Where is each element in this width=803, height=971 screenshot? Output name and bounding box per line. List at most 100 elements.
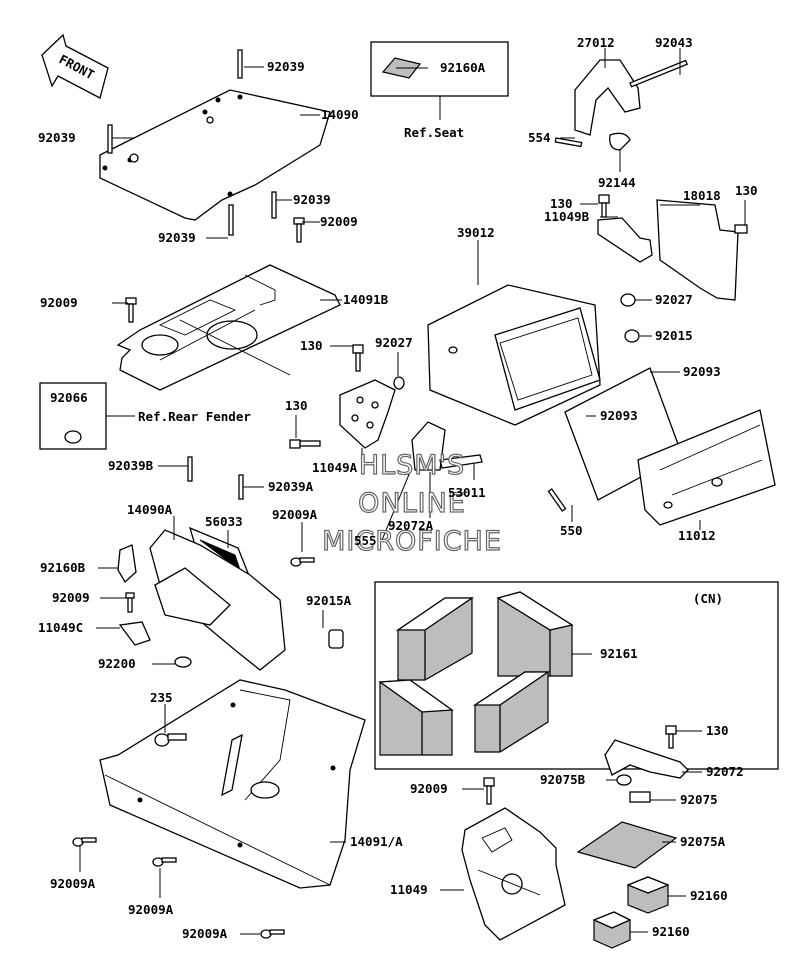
label-554: 554 <box>528 130 551 145</box>
label-92039-top: 92039 <box>267 59 305 74</box>
watermark-line-3: MICROFICHE <box>322 526 502 557</box>
grommet-92015 <box>624 329 640 343</box>
label-130-d: 130 <box>285 398 308 413</box>
parts-92161-blocks <box>378 591 574 756</box>
pin-92039 <box>107 49 277 236</box>
label-92039a: 92039A <box>268 479 314 494</box>
label-92027-mid: 92027 <box>375 335 413 350</box>
screw-92009 <box>125 217 305 323</box>
label-11012: 11012 <box>678 528 716 543</box>
label-92039b: 92039B <box>108 458 154 473</box>
part-11049-plate <box>461 777 566 941</box>
bolt-235 <box>154 733 187 747</box>
label-130-b: 130 <box>735 183 758 198</box>
label-11049: 11049 <box>390 882 428 897</box>
screw-92009-mid <box>125 592 135 599</box>
label-92144: 92144 <box>598 175 636 190</box>
label-14091b: 14091B <box>343 292 389 307</box>
label-92043: 92043 <box>655 35 693 50</box>
label-92039-bot: 92039 <box>158 230 196 245</box>
label-92066: 92066 <box>50 390 88 405</box>
part-92075a <box>576 821 678 869</box>
label-14090a: 14090A <box>127 502 173 517</box>
label-92072: 92072 <box>706 764 744 779</box>
label-235: 235 <box>150 690 173 705</box>
label-130-c: 130 <box>300 338 323 353</box>
part-92200 <box>174 656 192 668</box>
part-92072a-clamp <box>411 421 446 471</box>
label-92009a-left: 92009A <box>50 876 96 891</box>
label-92160-b: 92160 <box>652 924 690 939</box>
label-92075a: 92075A <box>680 834 726 849</box>
label-11049c: 11049C <box>38 620 83 635</box>
part-11012-case <box>637 409 776 526</box>
plug-92066 <box>64 430 82 444</box>
ref-seat-label: Ref.Seat <box>404 125 464 140</box>
label-555: 555 <box>354 533 377 548</box>
label-130-a: 130 <box>550 196 573 211</box>
label-92093-b: 92093 <box>600 408 638 423</box>
label-92075: 92075 <box>680 792 718 807</box>
part-labels: 92039 14090 92039 92039 92039 92009 9200… <box>38 35 758 941</box>
label-92039-mid: 92039 <box>293 192 331 207</box>
label-92027-right: 92027 <box>655 292 693 307</box>
part-14090-plate <box>99 89 331 221</box>
part-11049a-bracket <box>289 344 396 449</box>
label-92009-mid: 92009 <box>52 590 90 605</box>
label-92009a-mid: 92009A <box>128 902 174 917</box>
label-92009-left: 92009 <box>40 295 78 310</box>
label-14090: 14090 <box>321 107 359 122</box>
watermark-line-1: HLSM'S <box>359 450 465 481</box>
label-11049b: 11049B <box>544 209 590 224</box>
part-550 <box>547 488 567 512</box>
label-27012: 27012 <box>577 35 615 50</box>
grommet-92027-mid <box>393 376 405 390</box>
label-92093-a: 92093 <box>683 364 721 379</box>
part-92160-blocks <box>592 876 670 949</box>
part-92160b <box>117 544 137 584</box>
label-92075b: 92075B <box>540 772 586 787</box>
part-92015a <box>328 629 344 649</box>
label-92160a: 92160A <box>440 60 486 75</box>
grommet-92027-right <box>620 293 636 307</box>
part-14091b-plate <box>116 264 341 391</box>
label-92160-a: 92160 <box>690 888 728 903</box>
part-92075 <box>629 791 651 803</box>
label-92015a: 92015A <box>306 593 352 608</box>
label-53011: 53011 <box>448 485 486 500</box>
label-92009-bot: 92009 <box>410 781 448 796</box>
part-39012-box <box>427 284 601 426</box>
label-92009a-bot: 92009A <box>182 926 228 941</box>
part-14090a-fender <box>149 529 286 671</box>
pin-92039a <box>238 474 244 500</box>
label-92009a-top: 92009A <box>272 507 318 522</box>
label-18018: 18018 <box>683 188 721 203</box>
label-92160b: 92160B <box>40 560 86 575</box>
label-11049a: 11049A <box>312 460 358 475</box>
label-92039-left: 92039 <box>38 130 76 145</box>
part-11049c <box>118 621 151 646</box>
ref-rear-fender-label: Ref.Rear Fender <box>138 409 251 424</box>
part-27012-bracket <box>554 59 688 151</box>
screw-92009a <box>72 557 315 939</box>
part-11049b-bracket <box>597 194 653 263</box>
watermark-line-2: ONLINE <box>358 488 466 519</box>
label-92072a: 92072A <box>388 518 434 533</box>
label-92200: 92200 <box>98 656 136 671</box>
watermark: HLSM'S ONLINE MICROFICHE <box>321 449 502 557</box>
pin-92039b <box>187 456 193 482</box>
leader-lines <box>79 48 746 935</box>
label-92009-top: 92009 <box>320 214 358 229</box>
part-18018-cover <box>656 199 748 301</box>
label-39012: 39012 <box>457 225 495 240</box>
screw-92009-mid-shaft <box>127 597 133 613</box>
label-92015: 92015 <box>655 328 693 343</box>
front-arrow-icon: FRONT <box>41 33 109 99</box>
label-92161: 92161 <box>600 646 638 661</box>
label-550: 550 <box>560 523 583 538</box>
part-92075b <box>616 774 632 786</box>
part-53011 <box>439 454 483 469</box>
label-130-e: 130 <box>706 723 729 738</box>
region-label: (CN) <box>693 591 723 606</box>
